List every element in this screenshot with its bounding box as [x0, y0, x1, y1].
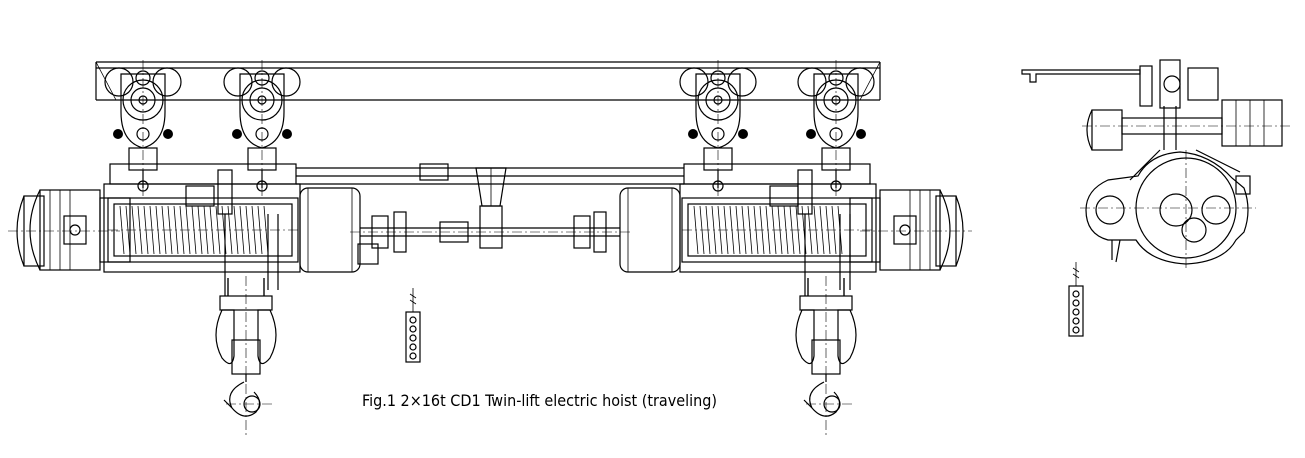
trolley-wheel-1 — [102, 59, 184, 198]
runway-girder — [95, 61, 881, 101]
left-hoist — [8, 169, 379, 296]
left-trolley-frame — [109, 163, 297, 185]
right-hoist — [619, 169, 972, 296]
right-hook — [795, 275, 857, 437]
trolley-wheel-3 — [677, 59, 759, 198]
trolley-wheel-2 — [221, 59, 303, 198]
figure-caption: Fig.1 2×16t CD1 Twin-lift electric hoist… — [362, 391, 717, 410]
right-trolley-frame — [683, 163, 871, 185]
side-view — [1021, 59, 1290, 337]
left-hook — [215, 275, 277, 437]
side-pendant — [1068, 261, 1084, 337]
pendant-control — [405, 287, 421, 363]
trolley-wheel-4 — [795, 59, 877, 198]
sync-shaft — [350, 167, 630, 253]
front-elevation — [8, 59, 972, 437]
tie-bar — [296, 163, 684, 185]
